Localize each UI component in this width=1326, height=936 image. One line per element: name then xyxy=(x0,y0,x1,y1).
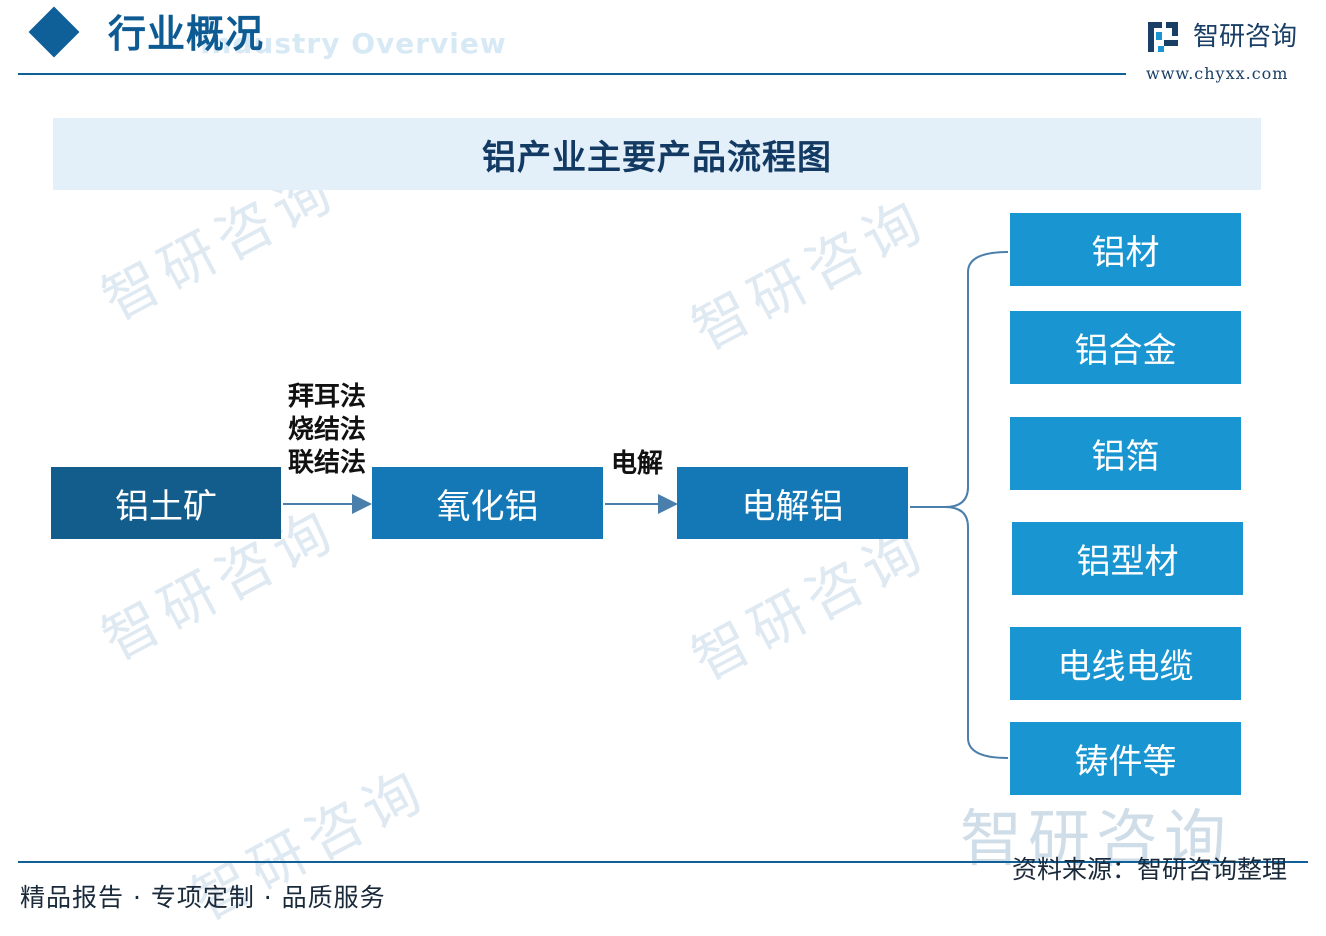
diagram-title-banner: 铝产业主要产品流程图 xyxy=(53,118,1261,190)
product-castings: 铸件等 xyxy=(1010,722,1241,795)
product-aluminum-foil: 铝箔 xyxy=(1010,417,1241,490)
diagram-title: 铝产业主要产品流程图 xyxy=(482,137,832,178)
step1-methods-label: 拜耳法 烧结法 联结法 xyxy=(288,381,366,480)
product-label: 铝型材 xyxy=(1076,542,1179,582)
product-bracket xyxy=(944,251,1009,759)
product-aluminum-alloy: 铝合金 xyxy=(1010,311,1241,384)
step2-method-label: 电解 xyxy=(611,449,664,479)
product-label: 铝合金 xyxy=(1074,331,1177,371)
brand-logo-icon xyxy=(1148,22,1178,52)
footer-tagline: 精品报告 · 专项定制 · 品质服务 xyxy=(20,883,386,912)
method-bayer: 拜耳法 xyxy=(288,382,367,412)
product-label: 铝箔 xyxy=(1091,437,1160,477)
product-label: 铝材 xyxy=(1091,233,1160,273)
node-bauxite-label: 铝土矿 xyxy=(115,486,217,527)
product-wire-cable: 电线电缆 xyxy=(1010,627,1241,700)
method-combined: 联结法 xyxy=(288,448,367,478)
node-bauxite: 铝土矿 xyxy=(51,467,281,539)
brand-name: 智研咨询 xyxy=(1193,22,1298,52)
method-sintering: 烧结法 xyxy=(288,415,367,445)
node-alumina-label: 氧化铝 xyxy=(436,486,539,527)
node-electrolytic-label: 电解铝 xyxy=(741,486,844,527)
node-electrolytic-aluminum: 电解铝 xyxy=(677,467,908,539)
header-divider xyxy=(18,73,1126,75)
footer-source: 资料来源：智研咨询整理 xyxy=(1012,855,1288,884)
product-label: 电线电缆 xyxy=(1057,647,1194,687)
product-aluminum-profile: 铝型材 xyxy=(1012,522,1243,595)
node-alumina: 氧化铝 xyxy=(372,467,603,539)
product-aluminum-material: 铝材 xyxy=(1010,213,1241,286)
section-title: 行业概况 xyxy=(108,12,265,56)
footer-divider xyxy=(18,861,1308,863)
brand-url: www.chyxx.com xyxy=(1146,64,1289,83)
product-label: 铸件等 xyxy=(1074,742,1177,782)
